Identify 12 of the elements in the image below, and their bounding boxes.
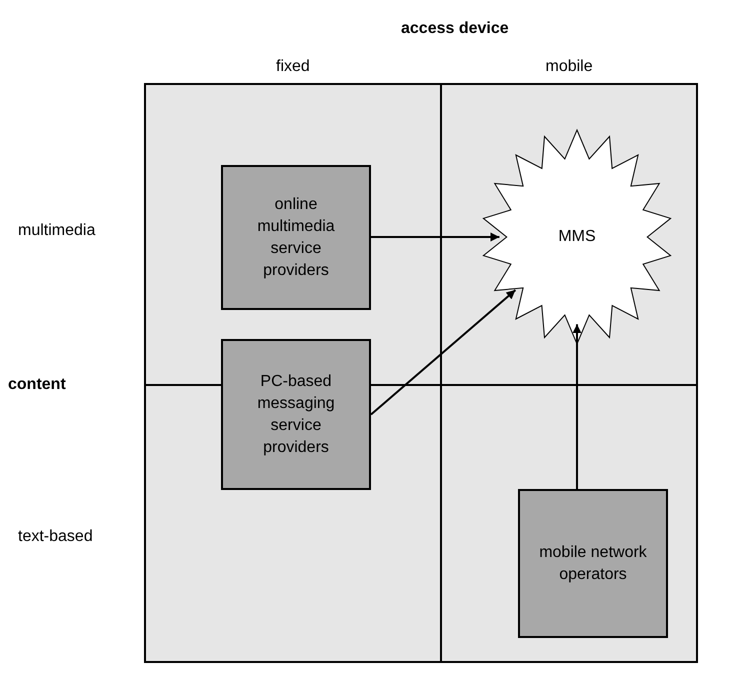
process-box: online multimedia service providers xyxy=(221,165,371,310)
arrow xyxy=(572,324,582,489)
process-box: mobile network operators xyxy=(518,489,668,638)
process-box: PC-based messaging service providers xyxy=(221,339,371,490)
column-heading: fixed xyxy=(276,58,310,76)
axis-title: content xyxy=(8,376,66,394)
axis-title: access device xyxy=(401,20,509,38)
column-heading: mobile xyxy=(546,58,593,76)
arrow xyxy=(371,232,500,242)
row-heading: multimedia xyxy=(18,222,96,240)
arrow xyxy=(370,289,516,416)
row-heading: text-based xyxy=(18,528,93,546)
